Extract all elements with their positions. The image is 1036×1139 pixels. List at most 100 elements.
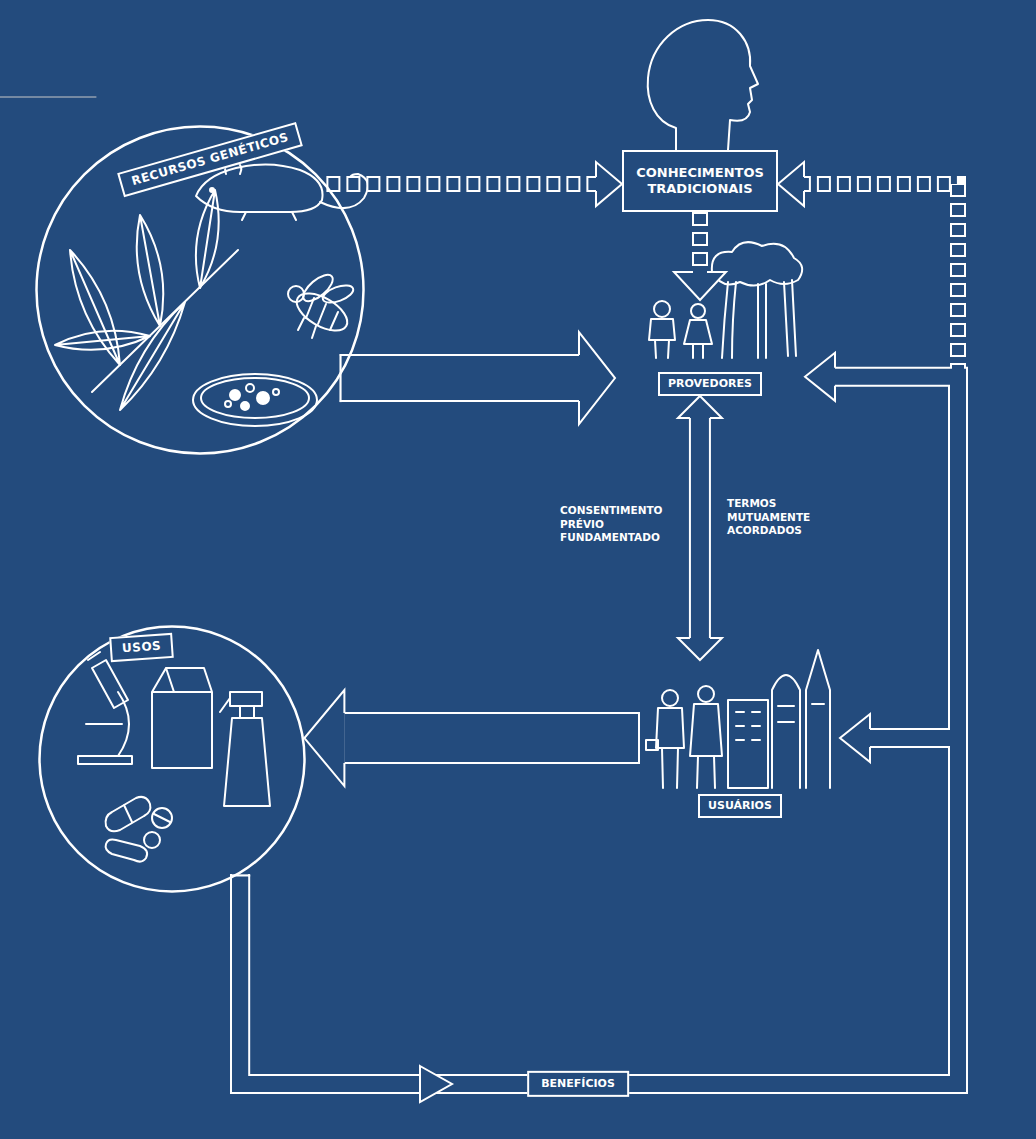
person-head xyxy=(662,690,678,706)
dashed-shaft xyxy=(804,184,958,377)
arrow-tail-cap xyxy=(638,712,640,764)
leaf xyxy=(196,190,219,288)
colony xyxy=(246,384,254,392)
dashed-shaft xyxy=(692,212,708,272)
banner-title: USOS xyxy=(109,633,174,662)
arrow-tail-cap xyxy=(340,354,342,402)
building xyxy=(728,700,768,788)
arrow-head xyxy=(778,162,804,206)
connector-fill xyxy=(700,212,701,272)
dashed-arrow xyxy=(674,212,726,300)
knowledge-box: CONHECIMENTOS TRADICIONAIS xyxy=(622,150,778,212)
dish-inner xyxy=(201,378,309,418)
benefit-arrow xyxy=(240,162,958,1084)
spray-bottle xyxy=(220,692,270,806)
circle-frame xyxy=(38,625,306,893)
arrow-shaft xyxy=(240,377,958,1084)
bee-head xyxy=(288,286,304,302)
tag-title: USUÁRIOS xyxy=(698,794,782,818)
resource-circle: RECURSOS GENÉTICOS xyxy=(35,125,365,455)
spire-tower xyxy=(806,650,830,788)
person-body xyxy=(690,704,722,788)
leaf-branch xyxy=(55,190,238,410)
arrow-shaft xyxy=(344,712,640,764)
arrow-head xyxy=(678,638,722,660)
arrow-head xyxy=(579,332,615,424)
briefcase xyxy=(646,740,658,750)
arrow-head xyxy=(805,353,835,401)
person-body xyxy=(684,320,712,358)
bee-drawing xyxy=(288,270,355,338)
leaf xyxy=(55,331,150,350)
building-windows xyxy=(736,712,760,740)
bee-wing xyxy=(321,282,356,306)
double-arrow xyxy=(678,396,722,660)
dash-fill xyxy=(326,178,596,190)
circle-outline xyxy=(37,127,364,454)
tree-crowns xyxy=(712,242,802,285)
connector-fill xyxy=(230,184,958,1084)
tree-trunks xyxy=(722,280,796,358)
connector-fill xyxy=(230,377,958,1084)
benefit-arrow xyxy=(240,353,958,1084)
page-rule xyxy=(0,97,96,98)
connector-outlines xyxy=(240,162,958,1084)
colony xyxy=(225,401,231,407)
arrow-head xyxy=(596,162,622,206)
bee-legs xyxy=(298,318,316,338)
bee-body xyxy=(291,286,353,338)
person-head xyxy=(691,304,705,318)
dash-fill xyxy=(694,212,706,272)
shaft-fill xyxy=(240,377,958,1084)
person-body xyxy=(649,319,675,358)
person-head xyxy=(698,686,714,702)
shaft-fill xyxy=(340,356,579,400)
connector-fill xyxy=(326,184,596,185)
connector-fill xyxy=(340,354,579,402)
leaf xyxy=(137,215,164,326)
provider-node: PROVEDORES xyxy=(615,300,805,396)
microscope xyxy=(78,652,132,764)
shaft-fill xyxy=(240,738,958,1084)
circle-outline xyxy=(40,627,305,892)
tablet xyxy=(152,808,172,828)
connector-fills xyxy=(230,184,958,1084)
shaft-fill xyxy=(240,377,958,1084)
head-outline xyxy=(648,20,758,150)
arrow-shaft xyxy=(340,354,579,402)
dashed-shaft xyxy=(326,176,596,192)
curved-tower xyxy=(772,675,800,788)
users-drawing xyxy=(646,650,830,788)
benefits-tag: BENEFÍCIOS xyxy=(527,1071,629,1097)
colony xyxy=(230,390,240,400)
colony xyxy=(257,392,269,404)
arrow-head xyxy=(840,714,870,762)
banner-title: RECURSOS GENÉTICOS xyxy=(117,122,303,197)
arrow-head xyxy=(678,396,722,418)
user-node: USUÁRIOS xyxy=(640,660,840,818)
shaft-fill xyxy=(691,418,709,638)
use-circle: USOS xyxy=(38,625,306,893)
tag-title: PROVEDORES xyxy=(658,372,762,396)
connector-fill xyxy=(344,712,640,764)
providers-drawing xyxy=(649,242,802,358)
person-head xyxy=(654,301,670,317)
dash-fill xyxy=(804,184,958,377)
dashed-arrow xyxy=(326,162,622,206)
capsule xyxy=(106,797,151,831)
tablet xyxy=(144,832,160,848)
box-title: CONHECIMENTOS TRADICIONAIS xyxy=(628,165,772,198)
petri-dish xyxy=(193,374,317,426)
head-silhouette xyxy=(648,20,758,150)
branch-stem xyxy=(92,250,238,392)
milk-carton xyxy=(152,668,212,768)
rat-feet xyxy=(242,212,296,220)
tablet-line xyxy=(154,814,170,822)
rat-body xyxy=(196,164,323,212)
leaf xyxy=(120,302,185,410)
shaft-fill xyxy=(344,714,640,762)
bee-wing xyxy=(299,270,337,305)
